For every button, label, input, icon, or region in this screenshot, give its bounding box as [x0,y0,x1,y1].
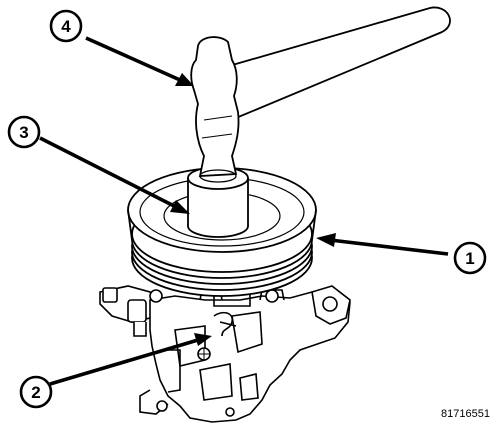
leader-4 [85,36,181,82]
installer-tool [187,166,249,238]
figure-id: 81716551 [441,408,490,420]
arrow-heads [170,73,336,346]
leader-3 [39,136,179,210]
arrowhead-2 [194,333,212,346]
leader-2 [49,338,199,386]
arrowhead-4 [175,73,194,86]
fitting [213,311,237,337]
callout-3-label: 3 [19,123,28,142]
callout-1-bubble: 1 [453,241,487,275]
arrowhead-3 [170,200,190,214]
leader-1 [329,238,449,256]
callout-2-bubble: 2 [19,375,53,409]
callout-4-label: 4 [61,17,71,36]
callout-2-label: 2 [31,383,40,402]
leader-lines [39,36,449,386]
hammer [190,6,451,183]
callout-1-label: 1 [465,249,474,268]
pump-housing [99,285,351,423]
callout-3-bubble: 3 [7,115,41,149]
arrowhead-1 [316,233,336,247]
callout-4-bubble: 4 [49,9,83,43]
